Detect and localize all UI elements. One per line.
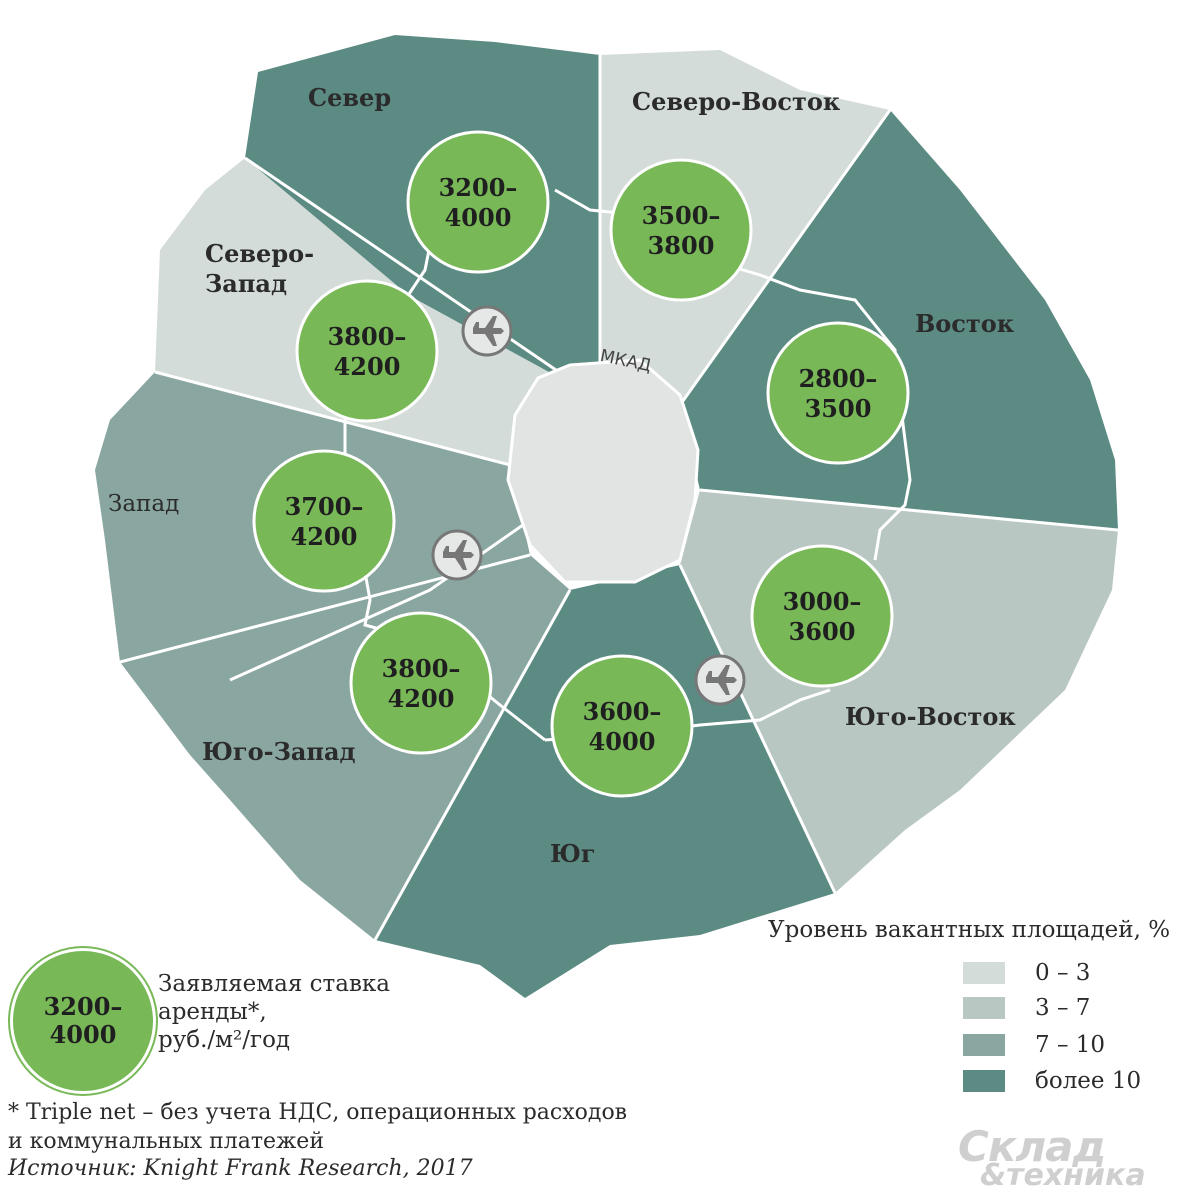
- legend-label: 3 – 7: [1035, 995, 1091, 1021]
- rate-circle-east: 2800– 3500: [766, 321, 910, 465]
- legend-swatch: [963, 962, 1005, 984]
- rate-legend-circle: 3200– 4000: [10, 948, 156, 1094]
- legend-item: более 10: [963, 1068, 1141, 1094]
- rate-circle-northwest: 3800– 4200: [295, 279, 439, 423]
- svg-text:3800–: 3800–: [328, 322, 407, 351]
- rate-caption-line: Заявляемая ставка: [158, 971, 391, 997]
- rate-caption-line: руб./м²/год: [158, 1027, 291, 1053]
- source-note: Источник: Knight Frank Research, 2017: [8, 1156, 473, 1181]
- legend-swatch: [963, 997, 1005, 1019]
- svg-text:3500: 3500: [805, 394, 872, 423]
- logo-text-top: Склад: [958, 1122, 1106, 1171]
- region-label-southwest: Юго-Запад: [202, 737, 356, 766]
- legend-item: 0 – 3: [963, 960, 1090, 986]
- rate-circle-northeast: 3500– 3800: [609, 158, 753, 302]
- rate-circle-north: 3200– 4000: [406, 130, 550, 274]
- svg-text:3500–: 3500–: [642, 201, 721, 230]
- svg-text:3700–: 3700–: [285, 492, 364, 521]
- legend-item: 7 – 10: [963, 1032, 1105, 1058]
- rate-caption-line: аренды*,: [158, 999, 267, 1025]
- legend-item: 3 – 7: [963, 995, 1090, 1021]
- svg-text:3800: 3800: [648, 231, 715, 260]
- region-label-south: Юг: [550, 839, 596, 868]
- legend-label: 0 – 3: [1035, 960, 1091, 986]
- airport-icon: [431, 529, 483, 581]
- airport-icon: [461, 305, 513, 357]
- svg-text:3600–: 3600–: [583, 697, 662, 726]
- svg-text:4000: 4000: [589, 727, 656, 756]
- region-label-southeast: Юго-Восток: [845, 702, 1016, 731]
- legend-label: более 10: [1035, 1068, 1142, 1094]
- legend-title: Уровень вакантных площадей, %: [768, 917, 1171, 943]
- region-label-northwest-2: Запад: [205, 269, 287, 298]
- rate-legend-line-1: 3200–: [43, 992, 123, 1021]
- region-label-north: Север: [308, 83, 391, 112]
- legend-label: 7 – 10: [1035, 1032, 1106, 1058]
- svg-text:3600: 3600: [789, 617, 856, 646]
- svg-text:3800–: 3800–: [382, 654, 461, 683]
- footnote-line: и коммунальных платежей: [8, 1129, 324, 1154]
- svg-text:4000: 4000: [445, 203, 512, 232]
- rate-legend-line-2: 4000: [49, 1020, 117, 1049]
- legend-swatch: [963, 1034, 1005, 1056]
- region-label-northeast: Северо-Восток: [632, 87, 841, 116]
- logo-text-bottom: &техника: [980, 1158, 1146, 1193]
- rate-circle-west: 3700– 4200: [252, 449, 396, 593]
- legend-swatch: [963, 1070, 1005, 1092]
- region-label-northwest-1: Северо-: [205, 239, 314, 268]
- rate-legend-caption: Заявляемая ставка аренды*, руб./м²/год: [158, 970, 418, 1054]
- svg-text:3000–: 3000–: [783, 587, 862, 616]
- svg-text:3200–: 3200–: [439, 173, 518, 202]
- rate-circle-south: 3600– 4000: [550, 654, 694, 798]
- publisher-logo: Склад &техника: [958, 1122, 1168, 1196]
- airport-icon: [694, 654, 746, 706]
- svg-text:2800–: 2800–: [799, 364, 878, 393]
- mkad-ring: [506, 358, 700, 584]
- footnote-line: * Triple net – без учета НДС, операционн…: [8, 1100, 628, 1125]
- svg-text:4200: 4200: [334, 352, 401, 381]
- rate-circle-southeast: 3000– 3600: [750, 544, 894, 688]
- rate-circle-southwest: 3800– 4200: [349, 611, 493, 755]
- svg-text:4200: 4200: [291, 522, 358, 551]
- svg-text:4200: 4200: [388, 684, 455, 713]
- region-label-east: Восток: [915, 309, 1015, 338]
- region-label-west: Запад: [108, 491, 179, 517]
- footnote: * Triple net – без учета НДС, операционн…: [8, 1098, 708, 1156]
